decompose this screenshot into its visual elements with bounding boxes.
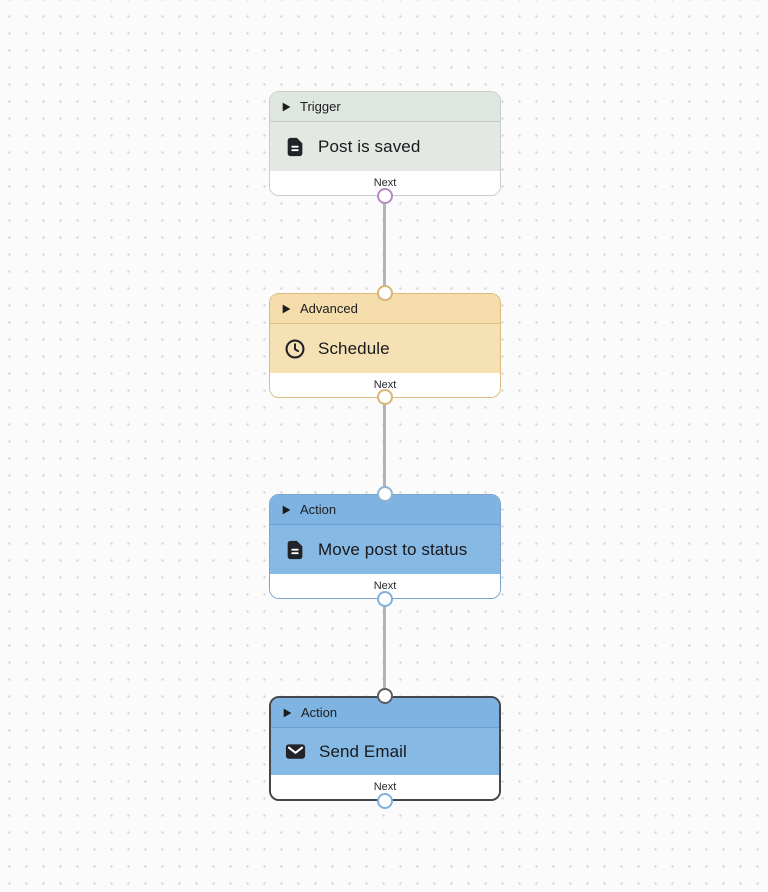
output-handle-trigger[interactable] <box>377 188 393 204</box>
envelope-icon <box>284 740 307 763</box>
node-category-label: Action <box>300 502 337 517</box>
node-title: Send Email <box>319 741 407 761</box>
node-body[interactable]: Schedule <box>270 324 500 373</box>
node-trigger-post-is-saved[interactable]: Trigger Post is saved Next <box>269 91 501 196</box>
collapse-triangle-icon[interactable] <box>283 708 292 718</box>
node-title: Post is saved <box>318 136 421 156</box>
node-body[interactable]: Move post to status <box>270 525 500 574</box>
node-action-send-email[interactable]: Action Send Email Next <box>269 696 501 801</box>
output-handle-action2[interactable] <box>377 793 393 809</box>
document-icon <box>283 538 306 561</box>
edge-trigger-to-advanced[interactable] <box>383 196 386 293</box>
node-advanced-schedule[interactable]: Advanced Schedule Next <box>269 293 501 398</box>
document-icon <box>283 135 306 158</box>
output-handle-advanced[interactable] <box>377 389 393 405</box>
node-body[interactable]: Post is saved <box>270 122 500 171</box>
node-title: Move post to status <box>318 539 468 559</box>
input-handle-action2[interactable] <box>377 688 393 704</box>
node-action-move-post-to-status[interactable]: Action Move post to status Next <box>269 494 501 599</box>
node-category-label: Action <box>301 705 338 720</box>
clock-icon <box>283 337 306 360</box>
collapse-triangle-icon[interactable] <box>282 505 291 515</box>
node-title: Schedule <box>318 338 390 358</box>
collapse-triangle-icon[interactable] <box>282 102 291 112</box>
input-handle-advanced[interactable] <box>377 285 393 301</box>
node-category-label: Trigger <box>300 99 341 114</box>
edge-advanced-to-action1[interactable] <box>383 397 386 494</box>
output-handle-action1[interactable] <box>377 591 393 607</box>
collapse-triangle-icon[interactable] <box>282 304 291 314</box>
node-body[interactable]: Send Email <box>271 728 499 775</box>
node-category-label: Advanced <box>300 301 358 316</box>
edge-action1-to-action2[interactable] <box>383 599 386 696</box>
input-handle-action1[interactable] <box>377 486 393 502</box>
node-header[interactable]: Trigger <box>270 92 500 122</box>
